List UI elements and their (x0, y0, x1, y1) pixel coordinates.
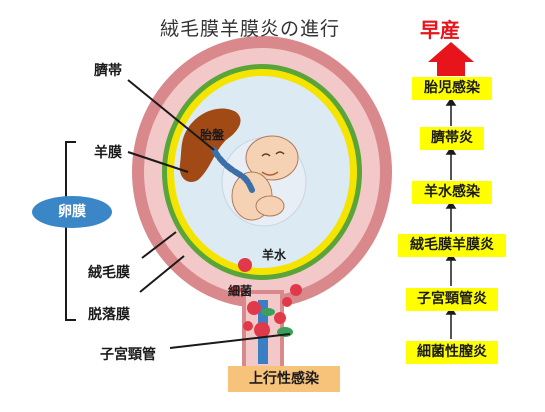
label-chorion: 絨毛膜 (88, 265, 130, 281)
label-bacteria: 細菌 (228, 284, 253, 298)
label-amniotic-fluid: 羊水 (262, 248, 287, 262)
progression-amniotic-infection: 羊水感染 (412, 181, 492, 204)
egg-membrane-oval: 卵膜 (32, 196, 112, 228)
label-umbilical-cord: 臍帯 (94, 63, 122, 79)
placenta-shape (179, 108, 241, 183)
progression-bacterial-vaginosis: 細菌性膣炎 (406, 341, 498, 364)
progression-fetal-infection: 胎児感染 (412, 77, 492, 100)
progression-chorioamnionitis: 絨毛膜羊膜炎 (398, 234, 506, 257)
label-decidua: 脱落膜 (88, 307, 130, 323)
ascending-infection-label: 上行性感染 (228, 366, 340, 392)
progression-funisitis: 臍帯炎 (420, 127, 484, 150)
diagram-title: 絨毛膜羊膜炎の進行 (160, 18, 341, 40)
label-placenta: 胎盤 (200, 128, 225, 142)
preterm-label: 早産 (420, 18, 460, 42)
progression-arrows (445, 97, 457, 339)
progression-cervicitis: 子宮頸管炎 (406, 288, 498, 311)
preterm-arrow (428, 42, 474, 76)
label-cervix: 子宮頸管 (100, 347, 156, 363)
label-amnion: 羊膜 (94, 145, 122, 161)
leader-lines (58, 79, 291, 349)
fetus (221, 135, 307, 227)
umbilical-cord (211, 147, 255, 193)
